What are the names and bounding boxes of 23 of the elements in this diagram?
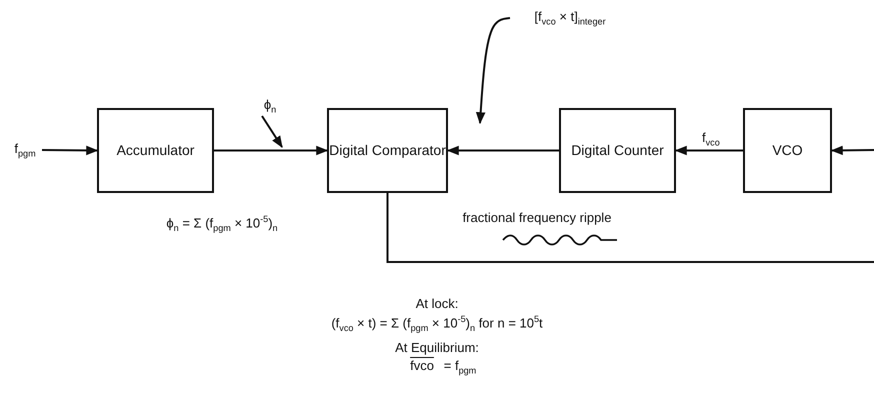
accumulator-block: Accumulator [97,108,214,193]
leader-line [476,17,510,124]
integer-count-label: [f$_{vco}$ × t]$_{integer}$ [510,6,630,30]
arrow [674,146,743,156]
arrow [446,146,559,156]
caption-text: fractional frequency ripple [462,210,612,225]
counter-block: Digital Counter [559,108,676,193]
formula-text: fvco [410,358,434,373]
comparator-block: Digital Comparator [327,108,448,193]
leader-line [261,115,283,148]
formula-text: (f$_{vco}$ × t) = Σ (f$_{pgm}$ × 10$^{-5}$)$_{n}$ for n = 10$^{5}$t [331,314,543,333]
arrow [42,146,98,156]
formula-text: ϕ$_{n}$ = Σ (f$_{pgm}$ × 10$^{-5}$)$_{n}$ [166,214,278,233]
heading-text: At Equilibrium: [395,340,479,355]
formula-text: = f$_{pgm}$ [444,358,476,376]
edge-label: f$_{vco}$ [700,130,722,148]
arrow [214,146,328,156]
phase-label: ϕ$_{n}$ [258,96,282,116]
arrow [830,146,874,156]
feedback-line [386,193,874,263]
vco-block: VCO [743,108,832,193]
heading-text: At lock: [416,296,458,311]
input-signal-label: f$_{pgm}$ [8,139,42,161]
